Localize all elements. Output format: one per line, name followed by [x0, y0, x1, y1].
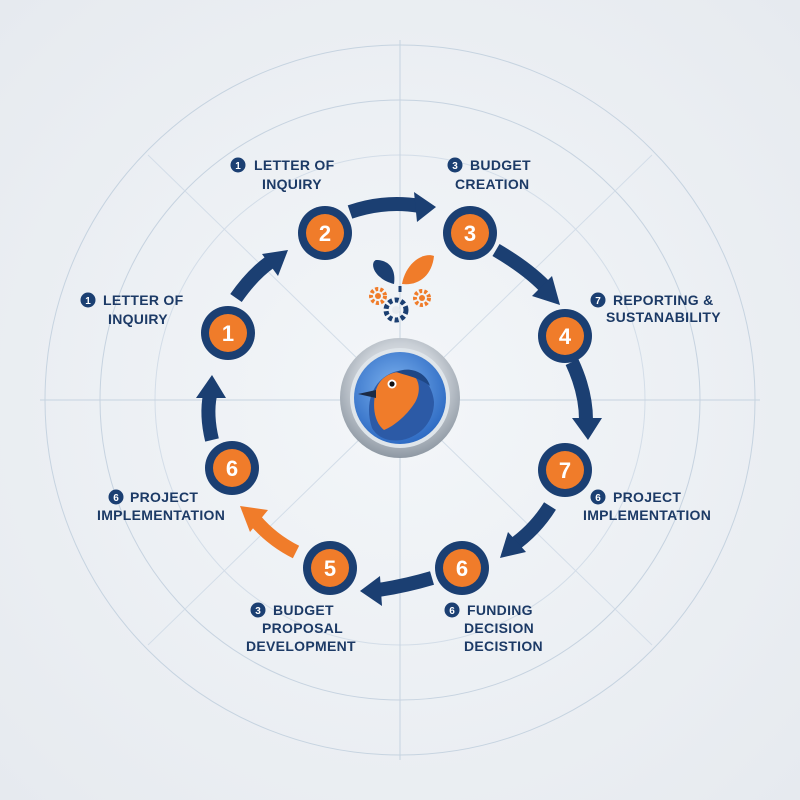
label-letter-of-inquiry-left: 1 LETTER OF INQUIRY	[80, 292, 184, 327]
label-badge: 6	[449, 606, 455, 617]
step-number: 2	[319, 221, 331, 246]
arrow-7-to-6-head	[500, 532, 526, 558]
label-line: PROPOSAL	[262, 620, 343, 636]
step-node: 6	[435, 541, 489, 595]
label-line: CREATION	[455, 176, 529, 192]
step-number: 6	[226, 456, 238, 481]
arrow-6-to-1	[201, 393, 219, 442]
label-line: PROJECT	[130, 489, 198, 505]
label-budget-proposal-development: 3 BUDGET PROPOSAL DEVELOPMENT	[246, 602, 356, 654]
step-nodes: 2 3 4 7 6 5 6 1	[201, 206, 592, 595]
label-letter-of-inquiry-top: 1 LETTER OF INQUIRY	[230, 157, 335, 192]
arrow-2-to-3-head	[414, 192, 436, 222]
arrow-2-to-3	[347, 197, 422, 219]
label-line: DECISTION	[464, 638, 543, 654]
step-node: 6	[205, 441, 259, 495]
arrow-4-to-7-head	[572, 418, 602, 440]
label-line: FUNDING	[467, 602, 533, 618]
arrow-6-to-1-head	[196, 375, 226, 398]
label-line: LETTER OF	[254, 157, 335, 173]
step-number: 3	[464, 221, 476, 246]
arrow-5-to-6-head	[240, 506, 268, 532]
step-node: 1	[201, 306, 255, 360]
label-badge: 3	[255, 606, 261, 617]
step-labels: 1 LETTER OF INQUIRY 3 BUDGET CREATION 1 …	[80, 157, 721, 654]
arrow-1-to-2	[230, 256, 275, 303]
step-node: 5	[303, 541, 357, 595]
label-line: BUDGET	[470, 157, 531, 173]
label-funding-decision: 6 FUNDING DECISION DECISTION	[444, 602, 543, 654]
label-project-implementation-left: 6 PROJECT IMPLEMENTATION	[97, 489, 225, 523]
arrow-6-to-5	[376, 571, 434, 597]
label-reporting-sustanability: 7 REPORTING & SUSTANABILITY	[590, 292, 721, 325]
robin-bird-emblem	[340, 338, 460, 458]
step-number: 1	[222, 321, 234, 346]
leaf-gears-icon	[369, 255, 434, 323]
arrow-1-to-2-head	[262, 250, 288, 276]
arrow-5-to-6	[249, 515, 300, 559]
label-badge: 6	[113, 493, 119, 504]
label-line: IMPLEMENTATION	[583, 507, 711, 523]
step-node: 3	[443, 206, 497, 260]
step-number: 6	[456, 556, 468, 581]
label-line: SUSTANABILITY	[606, 309, 721, 325]
step-node: 7	[538, 443, 592, 497]
label-line: DECISION	[464, 620, 534, 636]
step-number: 5	[324, 556, 336, 581]
label-line: REPORTING &	[613, 292, 714, 308]
arrow-6-to-5-head	[360, 576, 382, 606]
label-line: INQUIRY	[262, 176, 322, 192]
label-line: IMPLEMENTATION	[97, 507, 225, 523]
label-line: LETTER OF	[103, 292, 184, 308]
cycle-arrows	[196, 192, 602, 606]
label-line: PROJECT	[613, 489, 681, 505]
label-budget-creation: 3 BUDGET CREATION	[447, 157, 531, 192]
label-badge: 3	[452, 161, 458, 172]
label-line: BUDGET	[273, 602, 334, 618]
step-node: 2	[298, 206, 352, 260]
label-line: INQUIRY	[108, 311, 168, 327]
label-badge: 1	[235, 161, 241, 172]
label-line: DEVELOPMENT	[246, 638, 356, 654]
arrow-3-to-4-head	[532, 276, 560, 305]
arrow-3-to-4	[492, 243, 554, 295]
arrow-4-to-7	[565, 359, 593, 421]
label-project-implementation-right: 6 PROJECT IMPLEMENTATION	[583, 489, 711, 523]
label-badge: 7	[595, 296, 601, 307]
step-node: 4	[538, 309, 592, 363]
step-number: 4	[559, 324, 572, 349]
step-number: 7	[559, 458, 571, 483]
label-badge: 1	[85, 296, 91, 307]
label-badge: 6	[595, 493, 601, 504]
